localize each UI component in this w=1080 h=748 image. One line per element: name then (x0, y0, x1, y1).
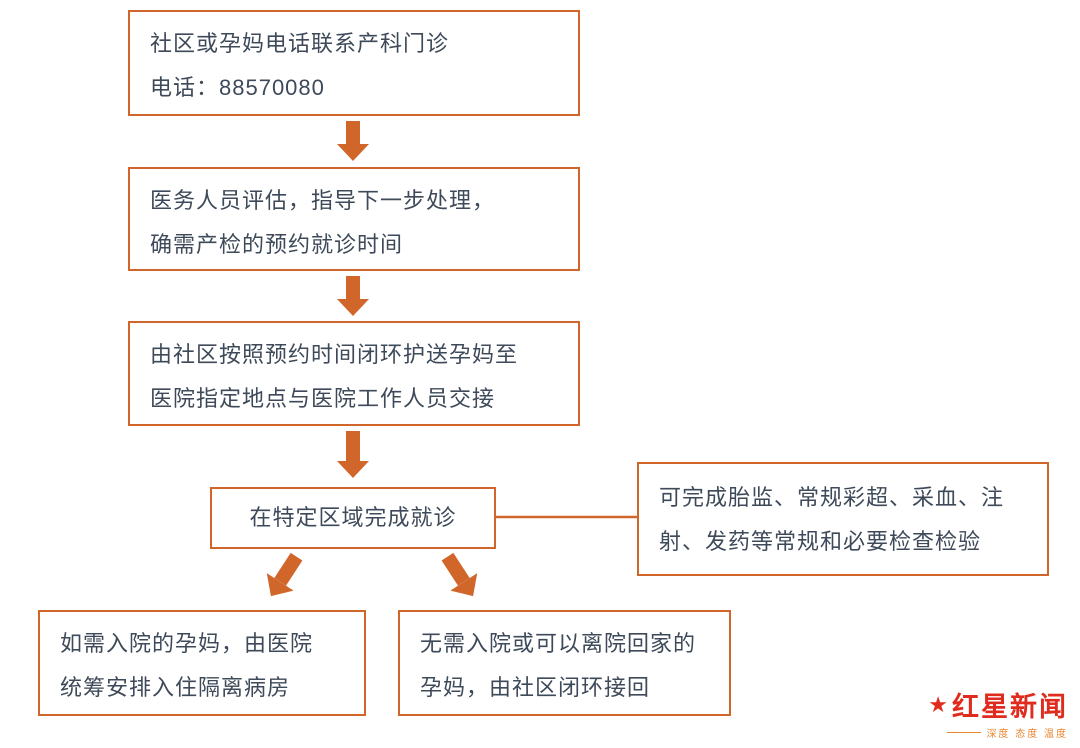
flow-box-services-line2: 射、发药等常规和必要检查检验 (659, 529, 982, 554)
flow-box-admit-line1: 如需入院的孕妈，由医院 (60, 631, 314, 656)
flow-box-escort-line2: 医院指定地点与医院工作人员交接 (150, 386, 496, 411)
redstar-news-logo: ★ 红星新闻 深度 态度 温度 (928, 692, 1068, 740)
tagline-rule (947, 732, 982, 733)
flow-box-escort-line1: 由社区按照预约时间闭环护送孕妈至 (150, 342, 519, 367)
flow-box-escort: 由社区按照预约时间闭环护送孕妈至 医院指定地点与医院工作人员交接 (128, 321, 580, 426)
flow-box-return-line2: 孕妈，由社区闭环接回 (420, 675, 651, 700)
flow-box-contact-phone: 电话：88570080 (150, 75, 325, 100)
flow-box-designated-area-visit: 在特定区域完成就诊 (210, 487, 496, 549)
flow-box-contact-clinic: 社区或孕妈电话联系产科门诊 电话：88570080 (128, 10, 580, 116)
redstar-news-name: 红星新闻 (952, 692, 1068, 722)
redstar-news-wordmark: ★ 红星新闻 (928, 692, 1068, 722)
down-right-arrow-icon (441, 552, 478, 597)
flow-box-assess-line2: 确需产检的预约就诊时间 (150, 232, 404, 257)
down-left-arrow-icon (266, 552, 303, 597)
flow-box-visit-line1: 在特定区域完成就诊 (249, 505, 457, 530)
flow-box-return-home: 无需入院或可以离院回家的 孕妈，由社区闭环接回 (398, 610, 731, 716)
tagline-text: 深度 态度 温度 (986, 729, 1068, 740)
flow-box-available-services: 可完成胎监、常规彩超、采血、注 射、发药等常规和必要检查检验 (637, 462, 1049, 576)
flow-box-return-line1: 无需入院或可以离院回家的 (420, 631, 697, 656)
flow-box-staff-assessment: 医务人员评估，指导下一步处理， 确需产检的预约就诊时间 (128, 167, 580, 271)
flow-box-contact-line1: 社区或孕妈电话联系产科门诊 (150, 31, 450, 56)
red-star-icon: ★ (928, 692, 950, 717)
flow-box-services-line1: 可完成胎监、常规彩超、采血、注 (659, 485, 1005, 510)
redstar-news-tagline: 深度 态度 温度 (928, 725, 1068, 740)
down-arrow-icon-2 (337, 276, 369, 316)
down-arrow-icon-1 (337, 121, 369, 161)
flow-box-assess-line1: 医务人员评估，指导下一步处理， (150, 188, 496, 213)
flow-box-hospital-admission: 如需入院的孕妈，由医院 统筹安排入住隔离病房 (38, 610, 366, 716)
flow-box-admit-line2: 统筹安排入住隔离病房 (60, 675, 291, 700)
down-arrow-icon-3 (337, 431, 369, 478)
